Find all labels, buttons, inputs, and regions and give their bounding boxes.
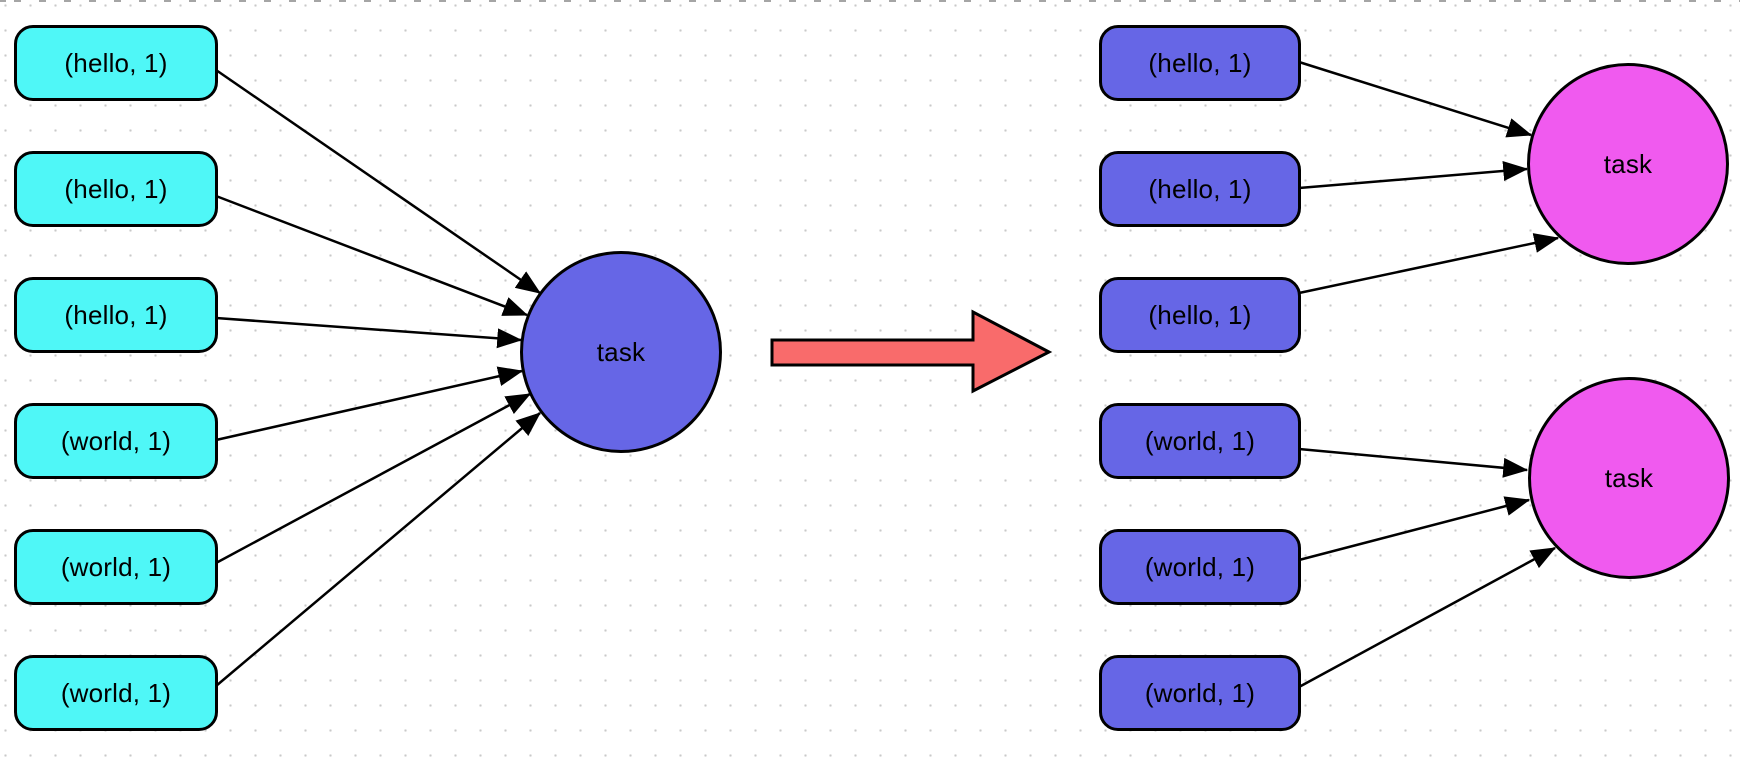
edge-before-input3-task	[215, 316, 523, 349]
before-input-box-2: (hello, 1)	[14, 151, 218, 227]
after-edges	[1298, 60, 1560, 689]
edge-before-input1-task	[215, 68, 542, 295]
edge-after-input1-task1	[1298, 60, 1533, 138]
before-input-box-5: (world, 1)	[14, 529, 218, 605]
edge-after-input6-task2	[1298, 546, 1557, 689]
edge-before-input6-task	[215, 412, 541, 687]
edge-after-input3-task1	[1298, 233, 1560, 295]
after-input-box-5: (world, 1)	[1099, 529, 1301, 605]
after-input-box-3: (hello, 1)	[1099, 277, 1301, 353]
before-input-box-4: (world, 1)	[14, 403, 218, 479]
edge-after-input5-task2	[1298, 496, 1531, 562]
edge-after-input2-task1	[1298, 161, 1529, 190]
before-input-box-3: (hello, 1)	[14, 277, 218, 353]
before-input-box-6: (world, 1)	[14, 655, 218, 731]
edge-after-input4-task2	[1298, 447, 1529, 478]
after-input-box-4: (world, 1)	[1099, 403, 1301, 479]
edge-before-input5-task	[215, 392, 532, 565]
after-task-node-1: task	[1527, 63, 1729, 265]
after-input-box-2: (hello, 1)	[1099, 151, 1301, 227]
after-task-node-2: task	[1528, 377, 1730, 579]
edge-before-input2-task	[215, 194, 529, 317]
after-input-box-6: (world, 1)	[1099, 655, 1301, 731]
edge-before-input4-task	[215, 366, 524, 442]
transform-right-arrow-icon	[770, 309, 1053, 394]
before-input-box-1: (hello, 1)	[14, 25, 218, 101]
after-input-box-1: (hello, 1)	[1099, 25, 1301, 101]
before-task-node: task	[520, 251, 722, 453]
page-edge-dashes	[0, 0, 1740, 2]
before-edges	[215, 68, 542, 687]
